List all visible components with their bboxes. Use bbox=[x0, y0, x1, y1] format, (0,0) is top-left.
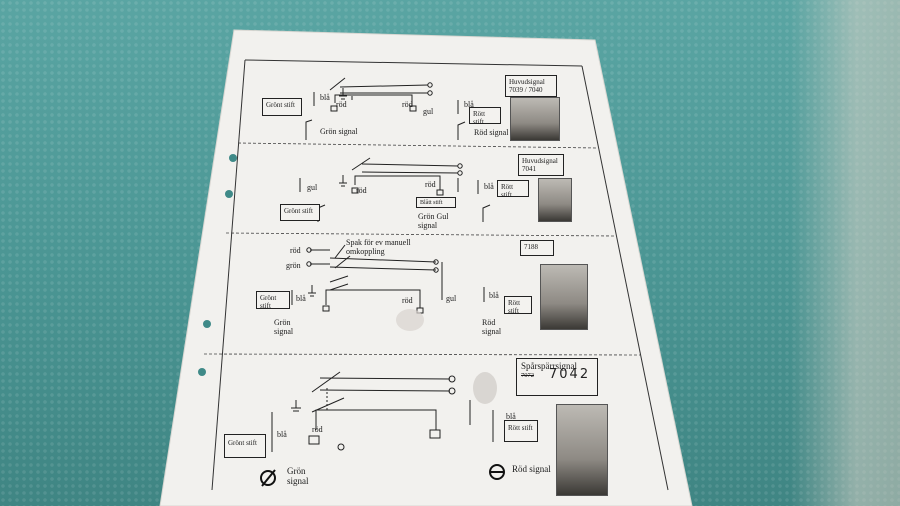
section1-wire-rod2: röd bbox=[402, 100, 413, 109]
section1-red-signal-label: Röd signal bbox=[474, 128, 509, 137]
section1-model: 7039 / 7040 bbox=[509, 86, 543, 94]
section2-wire-bla: blå bbox=[484, 182, 494, 191]
section1-red-pin-box: Rött stift bbox=[469, 107, 501, 126]
section2-wire-rod2: röd bbox=[425, 180, 436, 189]
section3-green-pin-box: Grönt stift bbox=[256, 291, 290, 310]
section2-signal-photo bbox=[538, 178, 572, 222]
section4-signal-photo bbox=[556, 404, 608, 496]
section4-green-pin-box: Grönt stift bbox=[224, 434, 266, 458]
section2-model: 7041 bbox=[522, 165, 536, 173]
section2-wire-gul: gul bbox=[307, 183, 318, 192]
towel-edge bbox=[790, 0, 900, 506]
section3-wire-bla-left: blå bbox=[296, 294, 306, 303]
section3-wire-gron: grön bbox=[286, 261, 301, 270]
ground-symbol bbox=[291, 88, 347, 412]
section2-wire-rod1: röd bbox=[356, 186, 367, 195]
section2-blue-pin-box: Blått stift bbox=[416, 197, 456, 208]
section1-title-box: Huvudsignal 7039 / 7040 bbox=[505, 75, 557, 97]
section3-title-box: 7188 bbox=[520, 240, 554, 256]
section4-handwritten-model: 7042 bbox=[549, 367, 591, 382]
section1-wire-gul: gul bbox=[423, 107, 434, 116]
section4-title: Spårspärrsignal bbox=[521, 361, 577, 371]
punch-hole bbox=[203, 320, 211, 328]
punch-hole bbox=[229, 154, 237, 162]
section3-wire-gul: gul bbox=[446, 294, 457, 303]
section1-green-signal-label: Grön signal bbox=[320, 127, 358, 136]
section2-title: Huvudsignal bbox=[522, 157, 558, 165]
section3-wire-bla-right: blå bbox=[489, 291, 499, 300]
punch-hole bbox=[225, 190, 233, 198]
section1-wire-bla-right: blå bbox=[464, 100, 474, 109]
section1-wire-rod: röd bbox=[336, 100, 347, 109]
section2-red-pin-box: Rött stift bbox=[497, 180, 529, 199]
section3-green-signal-label: Grön signal bbox=[274, 318, 294, 336]
section3-signal-photo bbox=[540, 264, 588, 330]
section2-green-pin-box: Grönt stift bbox=[280, 204, 320, 221]
punch-hole bbox=[198, 368, 206, 376]
section1-green-pin-box: Grönt stift bbox=[262, 98, 302, 116]
section3-red-pin-box: Rött stift bbox=[504, 296, 532, 315]
section4-wire-bla-left: blå bbox=[277, 430, 287, 439]
section1-signal-photo bbox=[510, 97, 560, 141]
section4-red-pin-box: Rött stift bbox=[504, 420, 538, 442]
section4-wire-rod: röd bbox=[312, 425, 323, 434]
section1-wire-bla-left: blå bbox=[320, 93, 330, 102]
section3-lever-note: Spak för ev manuell omkoppling bbox=[346, 238, 411, 256]
section4-wire-bla-right: blå bbox=[506, 412, 516, 421]
section3-red-signal-label: Röd signal bbox=[482, 318, 502, 336]
section4-title-box: Spårspärrsignal 7072 7042 bbox=[516, 358, 598, 396]
section2-signal-label: Grön Gul signal bbox=[418, 212, 449, 230]
section4-green-signal-label: Grön signal bbox=[287, 466, 309, 486]
section3-wire-rod-mid: röd bbox=[402, 296, 413, 305]
section4-red-signal-label: Röd signal bbox=[512, 464, 551, 474]
section4-old-model: 7072 bbox=[521, 372, 534, 379]
section1-title: Huvudsignal bbox=[509, 78, 545, 86]
section2-title-box: Huvudsignal 7041 bbox=[518, 154, 564, 176]
section3-wire-rod: röd bbox=[290, 246, 301, 255]
